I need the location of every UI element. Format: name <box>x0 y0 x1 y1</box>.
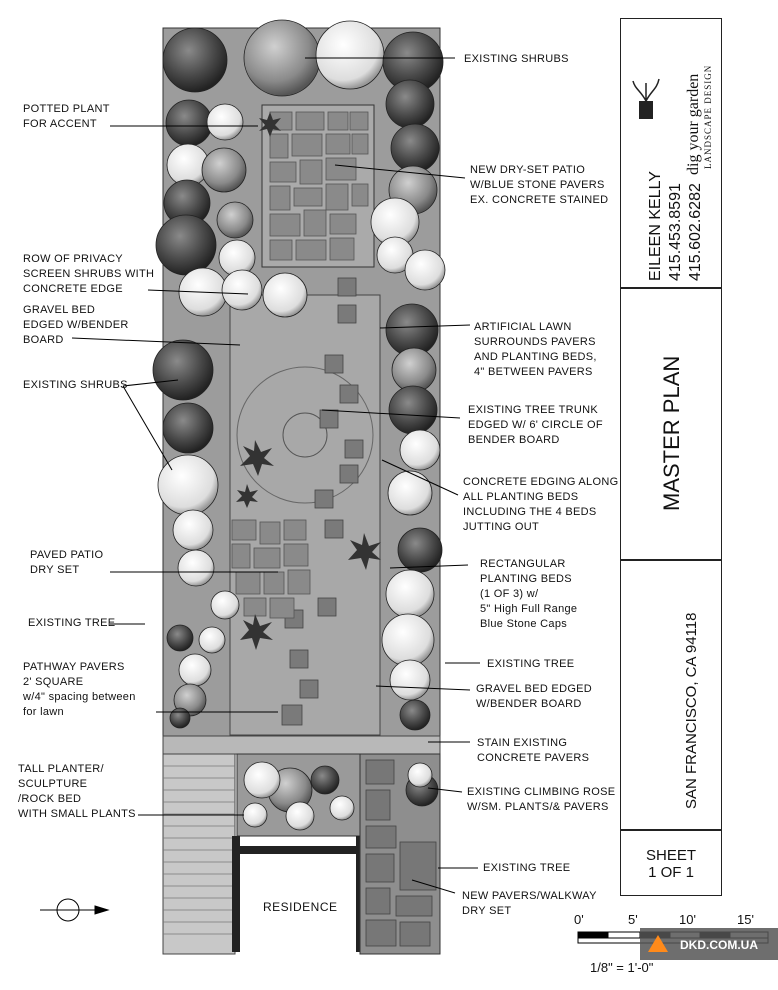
label-rectangular-beds: RECTANGULAR PLANTING BEDS (1 OF 3) w/ 5"… <box>480 558 578 630</box>
label-concrete-edging: CONCRETE EDGING ALONG ALL PLANTING BEDS … <box>463 476 619 533</box>
label-existing-shrubs-right: EXISTING SHRUBS <box>464 53 569 65</box>
logo-icon <box>631 73 661 123</box>
titleblock-sheet-title: MASTER PLAN <box>620 288 722 560</box>
titleblock-address: SAN FRANCISCO, CA 94118 <box>620 560 722 830</box>
label-tall-planter: TALL PLANTER/ SCULPTURE /ROCK BED WITH S… <box>18 763 136 820</box>
residence-label: RESIDENCE <box>263 900 338 914</box>
scale-tick-0: 0' <box>574 912 584 927</box>
label-artificial-lawn: ARTIFICIAL LAWN SURROUNDS PAVERS AND PLA… <box>474 321 597 378</box>
label-existing-tree-bottom: EXISTING TREE <box>483 862 571 874</box>
scale-ratio: 1/8" = 1'-0" <box>590 960 654 975</box>
scale-tick-10: 10' <box>679 912 696 927</box>
label-privacy-screen: ROW OF PRIVACY SCREEN SHRUBS WITH CONCRE… <box>23 253 155 295</box>
sheet-title: MASTER PLAN <box>659 355 684 511</box>
designer-name: EILEEN KELLY <box>647 171 664 281</box>
label-existing-shrubs-left: EXISTING SHRUBS <box>23 379 128 391</box>
label-existing-tree-right: EXISTING TREE <box>487 658 575 670</box>
label-paved-patio: PAVED PATIO DRY SET <box>30 549 104 576</box>
label-gravel-bed-left: GRAVEL BED EDGED W/BENDER BOARD <box>23 304 129 346</box>
company-tagline: LANDSCAPE DESIGN <box>703 64 713 169</box>
sheet-label: SHEET <box>645 847 696 864</box>
titleblock-company: dig your garden LANDSCAPE DESIGN EILEEN … <box>620 18 722 288</box>
address: SAN FRANCISCO, CA 94118 <box>683 612 700 809</box>
sheet-number: 1 OF 1 <box>648 864 694 881</box>
scale-tick-15: 15' <box>737 912 754 927</box>
label-new-walkway: NEW PAVERS/WALKWAY DRY SET <box>462 890 597 917</box>
label-pathway-pavers: PATHWAY PAVERS 2' SQUARE w/4" spacing be… <box>23 661 136 718</box>
phone-1: 415.453.8591 <box>667 183 684 281</box>
phone-2: 415.602.6282 <box>687 183 704 281</box>
label-existing-tree-left: EXISTING TREE <box>28 617 116 629</box>
label-tree-trunk-circle: EXISTING TREE TRUNK EDGED W/ 6' CIRCLE O… <box>468 404 603 446</box>
label-gravel-bed-right: GRAVEL BED EDGED W/BENDER BOARD <box>476 683 593 710</box>
label-potted-plant: POTTED PLANT FOR ACCENT <box>23 103 110 130</box>
watermark: DKD.COM.UA <box>680 938 758 952</box>
titleblock-sheet-number: SHEET 1 OF 1 <box>620 830 722 896</box>
label-stain-pavers: STAIN EXISTING CONCRETE PAVERS <box>477 737 590 764</box>
label-new-dry-set-patio: NEW DRY-SET PATIO W/BLUE STONE PAVERS EX… <box>470 164 609 206</box>
company-name: dig your garden <box>685 73 702 175</box>
label-climbing-rose: EXISTING CLIMBING ROSE W/SM. PLANTS/& PA… <box>467 786 616 813</box>
scale-tick-5: 5' <box>628 912 638 927</box>
